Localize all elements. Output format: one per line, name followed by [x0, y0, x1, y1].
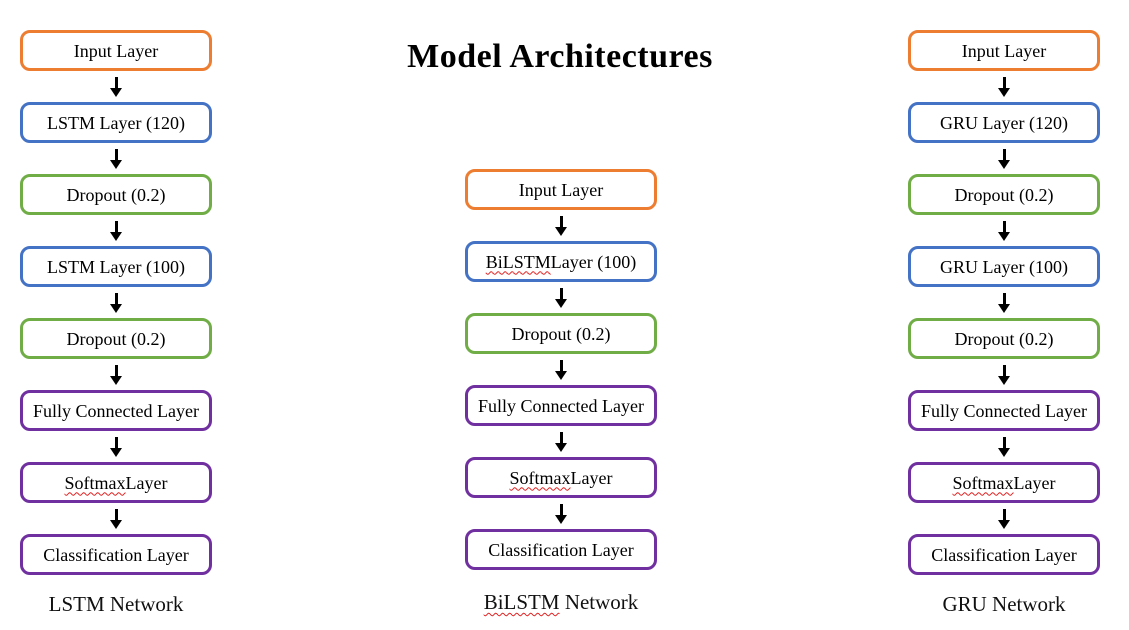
layer-box-bilstm-network-4: Softmax Layer [465, 457, 657, 498]
misspelled-word: Softmax [952, 472, 1014, 493]
layer-box-bilstm-network-1: BiLSTM Layer (100) [465, 241, 657, 282]
layer-box-lstm-network-3: LSTM Layer (100) [20, 246, 212, 287]
layer-box-lstm-network-4: Dropout (0.2) [20, 318, 212, 359]
down-arrow-icon [20, 359, 212, 390]
down-arrow-icon [20, 143, 212, 174]
layer-box-bilstm-network-2: Dropout (0.2) [465, 313, 657, 354]
layer-box-bilstm-network-3: Fully Connected Layer [465, 385, 657, 426]
down-arrow-icon [465, 498, 657, 529]
down-arrow-icon [908, 143, 1100, 174]
misspelled-word: BiLSTM [485, 251, 551, 272]
layer-box-gru-network-3: GRU Layer (100) [908, 246, 1100, 287]
layer-box-bilstm-network-5: Classification Layer [465, 529, 657, 570]
layer-box-lstm-network-5: Fully Connected Layer [20, 390, 212, 431]
down-arrow-icon [908, 431, 1100, 462]
down-arrow-icon [20, 287, 212, 318]
down-arrow-icon [908, 503, 1100, 534]
misspelled-word: BiLSTM [483, 590, 560, 614]
layer-box-bilstm-network-0: Input Layer [465, 169, 657, 210]
layer-box-gru-network-0: Input Layer [908, 30, 1100, 71]
down-arrow-icon [465, 426, 657, 457]
layer-box-gru-network-1: GRU Layer (120) [908, 102, 1100, 143]
diagram-title: Model Architectures [407, 38, 713, 75]
misspelled-word: Softmax [64, 472, 126, 493]
down-arrow-icon [908, 359, 1100, 390]
layer-box-lstm-network-0: Input Layer [20, 30, 212, 71]
misspelled-word: Softmax [509, 467, 571, 488]
network-caption-bilstm-network: BiLSTM Network [483, 590, 639, 614]
layer-box-lstm-network-7: Classification Layer [20, 534, 212, 575]
layer-box-gru-network-5: Fully Connected Layer [908, 390, 1100, 431]
down-arrow-icon [465, 282, 657, 313]
layer-box-lstm-network-6: Softmax Layer [20, 462, 212, 503]
layer-box-gru-network-2: Dropout (0.2) [908, 174, 1100, 215]
down-arrow-icon [465, 354, 657, 385]
down-arrow-icon [908, 71, 1100, 102]
down-arrow-icon [20, 431, 212, 462]
down-arrow-icon [465, 210, 657, 241]
layer-box-gru-network-6: Softmax Layer [908, 462, 1100, 503]
layer-box-lstm-network-2: Dropout (0.2) [20, 174, 212, 215]
down-arrow-icon [20, 71, 212, 102]
layer-box-gru-network-4: Dropout (0.2) [908, 318, 1100, 359]
down-arrow-icon [20, 215, 212, 246]
down-arrow-icon [908, 287, 1100, 318]
down-arrow-icon [908, 215, 1100, 246]
layer-box-lstm-network-1: LSTM Layer (120) [20, 102, 212, 143]
network-caption-lstm-network: LSTM Network [48, 592, 184, 616]
down-arrow-icon [20, 503, 212, 534]
network-caption-gru-network: GRU Network [942, 592, 1066, 616]
layer-box-gru-network-7: Classification Layer [908, 534, 1100, 575]
